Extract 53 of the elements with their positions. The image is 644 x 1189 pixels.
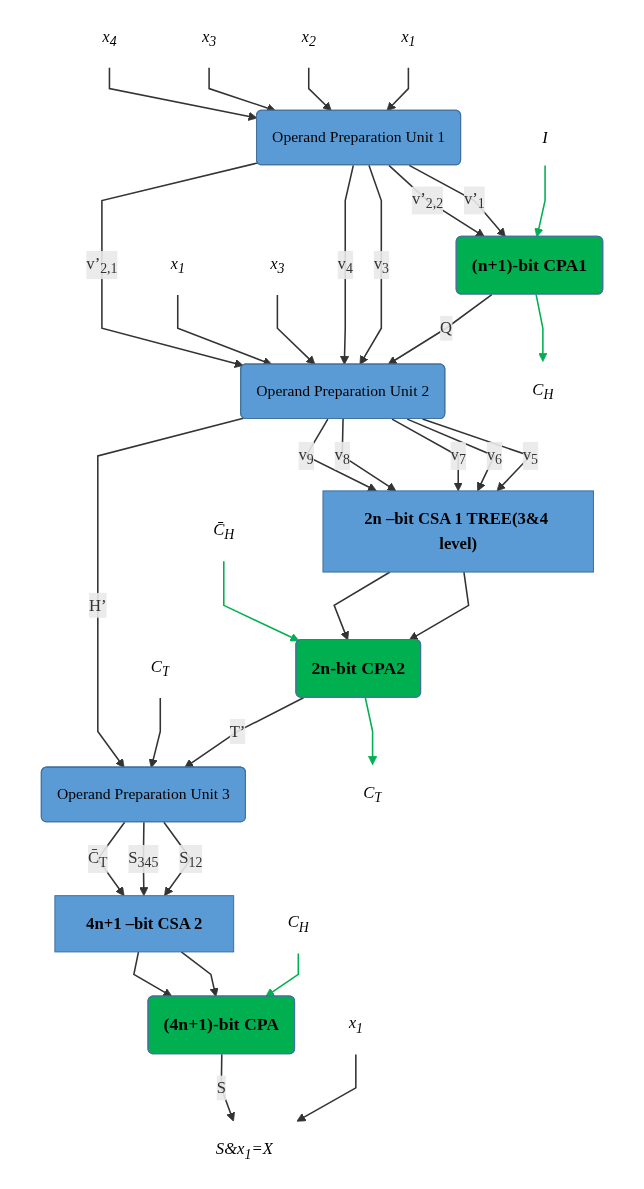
node-text: x$_{1}$: [401, 27, 416, 50]
edge-label: v$_{7}$: [450, 444, 466, 467]
node-box: 4n+1 –bit CSA 2: [54, 895, 235, 953]
arrow: [148, 697, 161, 769]
edge-label: v$_{3}$: [373, 254, 389, 277]
node-text: C$_{H}$: [532, 380, 554, 403]
arrow: [97, 417, 245, 769]
node-text: C$_{T}$: [150, 657, 170, 680]
edge-label: v$_{8}$: [334, 444, 350, 467]
arrow: [535, 293, 548, 362]
node-text: x$_{3}$: [270, 254, 285, 277]
arrow: [387, 293, 493, 365]
node-text: I: [542, 128, 548, 146]
arrow: [265, 952, 300, 997]
edge-label: T’: [229, 722, 246, 740]
arrow: [276, 294, 316, 365]
arrow: [333, 571, 391, 641]
node-text: x$_{1}$: [348, 1013, 363, 1036]
node-box: 2n –bit CSA 1 TREE(3&4 level): [322, 490, 594, 573]
edge-label: C̄$_{T}$: [87, 848, 108, 871]
node-text: x$_{1}$: [170, 254, 185, 277]
edge-label: S$_{345}$: [128, 848, 159, 871]
edge-label: v$_{6}$: [486, 444, 502, 467]
edge-label: v’$_{1}$: [463, 189, 485, 212]
arrow: [222, 560, 300, 642]
arrow: [296, 1053, 357, 1122]
edge-label: H’: [88, 595, 107, 614]
node-text: x$_{3}$: [201, 27, 217, 50]
arrow: [101, 162, 259, 368]
edge-label: v$_{4}$: [337, 254, 353, 277]
edge-label: S$_{12}$: [179, 848, 203, 871]
arrow: [364, 696, 378, 766]
arrow: [534, 164, 546, 238]
edge-label: Q: [440, 318, 453, 337]
node-text: C̄$_{H}$: [213, 520, 235, 543]
edge-label: v$_{5}$: [522, 444, 538, 467]
arrow: [180, 951, 219, 997]
arrow: [408, 571, 470, 641]
arrow: [388, 164, 485, 238]
node-text: S&x$_{1}$=X: [215, 1139, 273, 1162]
arrow: [184, 696, 305, 769]
arrow: [307, 67, 332, 112]
arrow: [386, 67, 410, 112]
node-text: C$_{T}$: [363, 783, 382, 806]
node-text: C$_{H}$: [287, 912, 309, 935]
arrow: [408, 164, 506, 238]
edge-label: v’$_{2,1}$: [86, 254, 118, 277]
arrow: [132, 951, 173, 997]
edge-label: S: [216, 1078, 226, 1097]
node-text: x$_{2}$: [301, 27, 316, 50]
edge-label: v$_{9}$: [298, 444, 314, 467]
edge-label: v’$_{2,2}$: [411, 189, 444, 212]
node-text: x$_{4}$: [102, 27, 117, 50]
